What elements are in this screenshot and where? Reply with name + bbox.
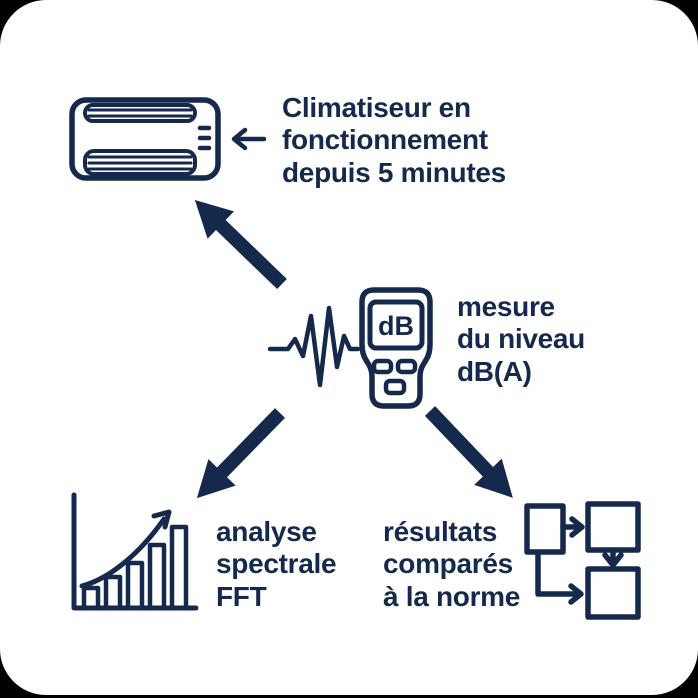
decibel-meter-icon: dB xyxy=(359,287,433,409)
sound-wave-icon xyxy=(267,305,361,388)
meter-screen-label: dB xyxy=(378,311,414,341)
arrow-down-right-icon xyxy=(424,406,513,498)
fft-analysis-label: analyse spectrale FFT xyxy=(216,516,337,612)
air-conditioner-icon xyxy=(69,97,221,181)
bar-chart-growth-icon xyxy=(71,492,199,611)
flowchart-icon xyxy=(524,501,641,620)
arrow-up-left-icon xyxy=(194,200,287,290)
db-measurement-label: mesure du niveau dB(A) xyxy=(457,291,585,387)
arrow-down-left-icon xyxy=(196,408,286,499)
compare-to-standard-label: résultats comparés à la norme xyxy=(383,516,521,612)
arrow-left-icon xyxy=(231,127,267,151)
ac-running-label: Climatiseur en fonctionnement depuis 5 m… xyxy=(282,92,506,188)
